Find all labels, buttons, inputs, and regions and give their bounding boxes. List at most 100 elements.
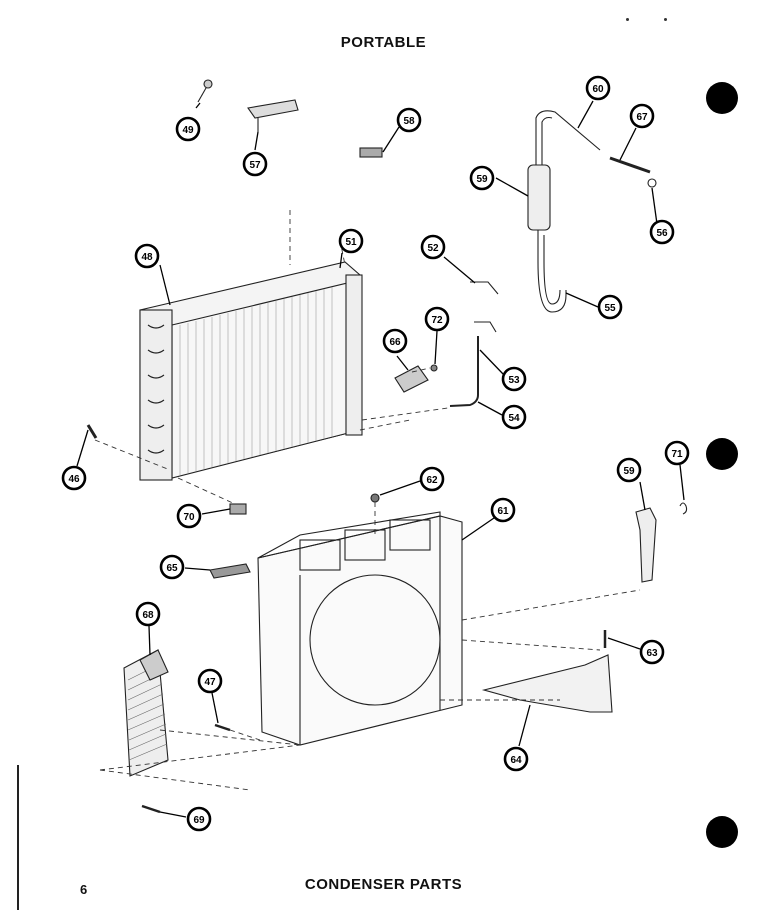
alignment-lines xyxy=(94,210,641,791)
callout-52: 52 xyxy=(420,234,446,260)
callout-number: 47 xyxy=(204,677,216,688)
callout-circle xyxy=(176,503,202,529)
callout-circle xyxy=(338,228,364,254)
callout-53: 53 xyxy=(501,366,527,392)
callout-number: 71 xyxy=(671,449,683,460)
screw-62 xyxy=(370,493,380,503)
gasket-66 xyxy=(394,365,429,393)
callout-circle xyxy=(419,466,445,492)
bracket-57 xyxy=(247,99,299,132)
binder-hole-top xyxy=(706,82,738,114)
margin-line xyxy=(17,765,19,910)
figure-caption: CONDENSER PARTS xyxy=(304,876,463,893)
callout-number: 57 xyxy=(249,160,261,171)
callout-69: 69 xyxy=(186,806,212,832)
screw-46 xyxy=(86,424,98,439)
callout-59-top: 59 xyxy=(469,165,495,191)
callout-circle xyxy=(61,465,87,491)
callout-circle xyxy=(242,151,268,177)
callout-number: 51 xyxy=(345,237,357,248)
callout-circle xyxy=(585,75,611,101)
callout-number: 60 xyxy=(592,84,604,95)
callout-54: 54 xyxy=(501,404,527,430)
callout-number: 55 xyxy=(604,303,616,314)
callout-number: 52 xyxy=(427,243,439,254)
callout-58: 58 xyxy=(396,107,422,133)
callout-number: 56 xyxy=(656,228,668,239)
callout-number: 72 xyxy=(431,315,443,326)
callout-number: 48 xyxy=(141,252,153,263)
callout-number: 69 xyxy=(193,815,205,826)
callout-number: 61 xyxy=(497,506,509,517)
callout-circle xyxy=(382,328,408,354)
callout-56: 56 xyxy=(649,219,675,245)
callout-circle xyxy=(175,116,201,142)
callout-48: 48 xyxy=(134,243,160,269)
leader-lines xyxy=(76,100,685,818)
callout-number: 46 xyxy=(68,474,80,485)
screw-47 xyxy=(214,723,231,732)
callout-circle xyxy=(503,746,529,772)
callout-number: 58 xyxy=(403,116,415,127)
part-70 xyxy=(229,503,247,515)
callout-64: 64 xyxy=(503,746,529,772)
screw-69 xyxy=(141,804,161,814)
callout-61: 61 xyxy=(490,497,516,523)
callout-number: 64 xyxy=(510,755,522,766)
callout-circle xyxy=(664,440,690,466)
callout-68: 68 xyxy=(135,601,161,627)
callout-number: 59 xyxy=(623,466,635,477)
callout-circle xyxy=(649,219,675,245)
clip-58 xyxy=(359,147,383,158)
callout-circle xyxy=(396,107,422,133)
condenser-coil xyxy=(139,261,363,481)
shroud xyxy=(257,511,463,746)
bracket-65 xyxy=(209,563,251,579)
page-number: 6 xyxy=(80,882,88,897)
callout-71: 71 xyxy=(664,440,690,466)
bracket-59-lower xyxy=(635,502,688,583)
callout-number: 65 xyxy=(166,563,178,574)
callout-59-bottom: 59 xyxy=(616,457,642,483)
tube-assembly xyxy=(527,110,601,313)
callout-65: 65 xyxy=(159,554,185,580)
callout-number: 53 xyxy=(508,375,520,386)
callout-circle xyxy=(616,457,642,483)
callout-circle xyxy=(134,243,160,269)
callout-55: 55 xyxy=(597,294,623,320)
callout-circle xyxy=(597,294,623,320)
callout-circle xyxy=(186,806,212,832)
callout-57: 57 xyxy=(242,151,268,177)
screw-72 xyxy=(430,364,438,372)
callout-66: 66 xyxy=(382,328,408,354)
binder-hole-bottom xyxy=(706,816,738,848)
grille-68 xyxy=(123,649,169,777)
callout-67: 67 xyxy=(629,103,655,129)
callout-circle xyxy=(501,404,527,430)
tubes-52-54 xyxy=(449,281,499,407)
callout-circle xyxy=(469,165,495,191)
callout-47: 47 xyxy=(197,668,223,694)
callout-number: 68 xyxy=(142,610,154,621)
callout-circle xyxy=(424,306,450,332)
binder-hole-middle xyxy=(706,438,738,470)
callout-72: 72 xyxy=(424,306,450,332)
callout-63: 63 xyxy=(639,639,665,665)
scan-speck xyxy=(626,18,629,21)
callout-49: 49 xyxy=(175,116,201,142)
scan-speck xyxy=(664,18,667,21)
callout-circle xyxy=(135,601,161,627)
callout-62: 62 xyxy=(419,466,445,492)
callout-70: 70 xyxy=(176,503,202,529)
callout-circle xyxy=(501,366,527,392)
callout-circle xyxy=(639,639,665,665)
callout-60: 60 xyxy=(585,75,611,101)
fitting-67 xyxy=(609,156,657,188)
callout-circle xyxy=(629,103,655,129)
callout-46: 46 xyxy=(61,465,87,491)
callout-circle xyxy=(197,668,223,694)
callout-circle xyxy=(159,554,185,580)
callout-number: 62 xyxy=(426,475,438,486)
callout-number: 67 xyxy=(636,112,648,123)
